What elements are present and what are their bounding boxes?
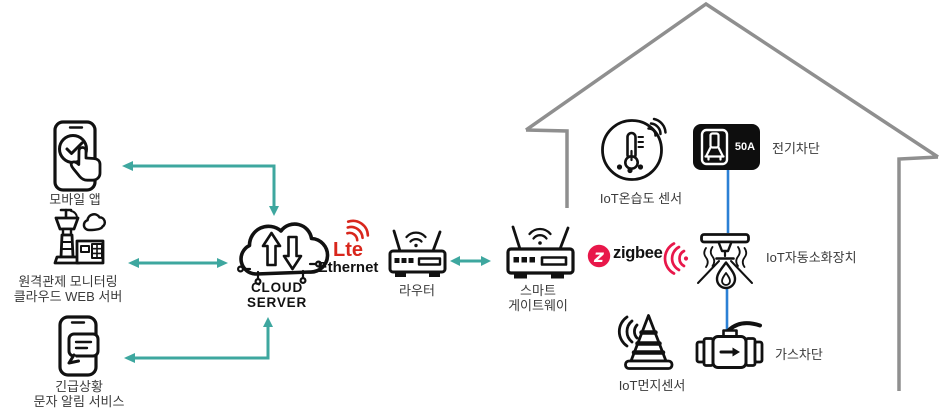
house-outline <box>524 1 939 391</box>
zigbee-mark: z <box>593 247 604 267</box>
router-icon <box>388 229 447 277</box>
dust-sensor-label: IoT먼지센서 <box>618 378 686 393</box>
wifi-arcs-icon <box>528 227 552 240</box>
wifi-arcs-icon <box>405 231 427 243</box>
wifi-dot-icon <box>538 241 542 245</box>
lte-label: Lte <box>333 239 363 261</box>
flow-arrow-icon <box>732 347 740 357</box>
cloud-server-label-line1: CLOUD <box>251 280 303 295</box>
gateway-icon <box>506 225 575 279</box>
arrow-mobile-cloud <box>122 161 279 216</box>
zigbee-label: zigbee <box>613 244 663 262</box>
house-left-wall <box>525 128 569 208</box>
gateway-label-line2: 게이트웨이 <box>508 298 568 313</box>
router-label: 라우터 <box>399 283 435 298</box>
extinguisher-label: IoT자동소화장치 <box>766 250 857 265</box>
wifi-arcs-icon <box>617 315 639 348</box>
gas-valve-icon <box>695 321 764 369</box>
breaker-icon <box>693 124 760 170</box>
arrow-router-gateway <box>450 256 491 266</box>
sms-service-label-line2: 문자 알림 서비스 <box>33 394 125 409</box>
sms-service-label: 긴급상황 문자 알림 서비스 <box>9 379 149 409</box>
download-arrow-icon <box>282 235 303 271</box>
heat-waves-icon <box>703 246 748 268</box>
breaker-rating-label: 50A <box>734 141 756 153</box>
upload-arrow-icon <box>261 231 282 267</box>
zigbee-waves-icon <box>663 242 689 275</box>
lte-signal-icon <box>346 219 370 242</box>
sms-service-label-line1: 긴급상황 <box>55 379 103 394</box>
arrow-sms-cloud <box>124 317 273 363</box>
wifi-arcs-icon <box>647 117 667 137</box>
mobile-app-label: 모바일 앱 <box>49 192 101 207</box>
dust-sensor-icon <box>617 314 674 370</box>
cloud-server-label: CLOUD SERVER <box>217 280 337 310</box>
web-server-icon <box>53 208 107 265</box>
cloud-server-label-line2: SERVER <box>246 295 308 310</box>
web-server-label-line2: 클라우드 WEB 서버 <box>13 289 123 304</box>
temp-humidity-sensor-icon <box>601 117 667 181</box>
zigbee-logo-icon: z <box>587 244 611 268</box>
ethernet-label: Ethernet <box>317 259 379 276</box>
web-server-label: 원격관제 모니터링 클라우드 WEB 서버 <box>0 274 136 304</box>
temp-sensor-label: IoT온습도 센서 <box>599 191 683 206</box>
sprinkler-icon <box>697 233 753 290</box>
gateway-label-line1: 스마트 <box>520 283 556 298</box>
gateway-label: 스마트 게이트웨이 <box>488 283 588 313</box>
house-roof <box>524 1 939 159</box>
cloud-server-icon <box>237 222 330 286</box>
sms-phone-icon <box>58 315 100 377</box>
valve-handle-icon <box>727 321 762 332</box>
breaker-label: 전기차단 <box>772 141 820 156</box>
wifi-dot-icon <box>414 243 418 248</box>
mobile-app-icon <box>53 120 102 192</box>
house-right-wall <box>897 155 939 391</box>
web-server-label-line1: 원격관제 모니터링 <box>18 274 118 289</box>
gas-valve-label: 가스차단 <box>775 347 823 362</box>
cloud-icon <box>82 213 107 232</box>
arrow-webserver-cloud <box>128 258 228 268</box>
